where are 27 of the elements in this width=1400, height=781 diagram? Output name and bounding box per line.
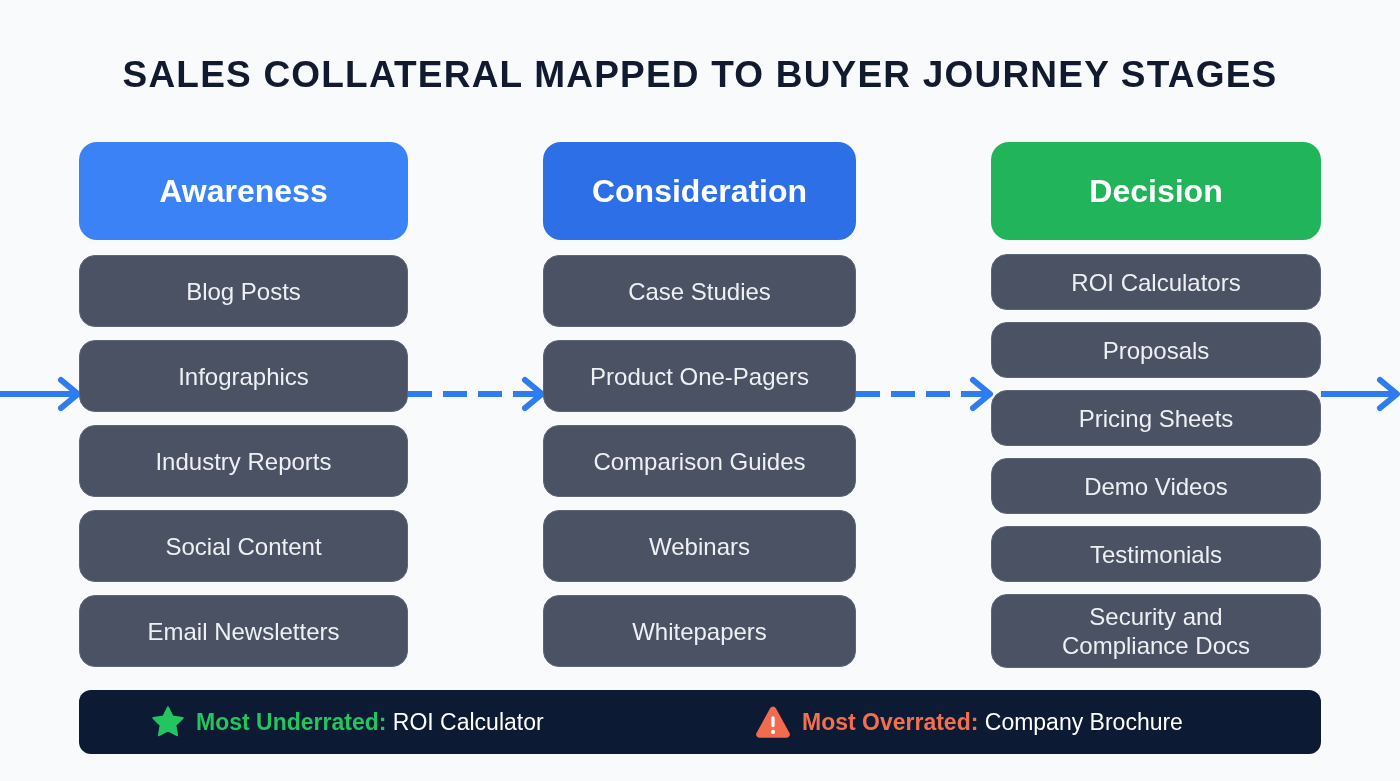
collateral-card: Social Content (79, 510, 408, 582)
collateral-card: Demo Videos (991, 458, 1321, 514)
collateral-card: Case Studies (543, 255, 856, 327)
collateral-card: Testimonials (991, 526, 1321, 582)
collateral-card: Infographics (79, 340, 408, 412)
dashed-arrow (408, 377, 545, 411)
collateral-card: ROI Calculators (991, 254, 1321, 310)
callout-bar (79, 690, 1321, 754)
stage-header: Decision (991, 142, 1321, 240)
stage-header: Consideration (543, 142, 856, 240)
collateral-card: Proposals (991, 322, 1321, 378)
collateral-card: Whitepapers (543, 595, 856, 667)
collateral-card: Product One-Pagers (543, 340, 856, 412)
collateral-card: Comparison Guides (543, 425, 856, 497)
collateral-card: Blog Posts (79, 255, 408, 327)
collateral-card: Email Newsletters (79, 595, 408, 667)
arrow (1321, 377, 1400, 411)
stage-header: Awareness (79, 142, 408, 240)
collateral-card: Pricing Sheets (991, 390, 1321, 446)
arrow (0, 377, 81, 411)
collateral-card: Webinars (543, 510, 856, 582)
collateral-card: Industry Reports (79, 425, 408, 497)
collateral-card: Security and Compliance Docs (991, 594, 1321, 668)
note-text: Most Underrated: ROI Calculator (196, 707, 544, 737)
title: SALES COLLATERAL MAPPED TO BUYER JOURNEY STAGES (122, 53, 1278, 97)
note-text: Most Overrated: Company Brochure (802, 707, 1183, 737)
dashed-arrow (856, 377, 993, 411)
